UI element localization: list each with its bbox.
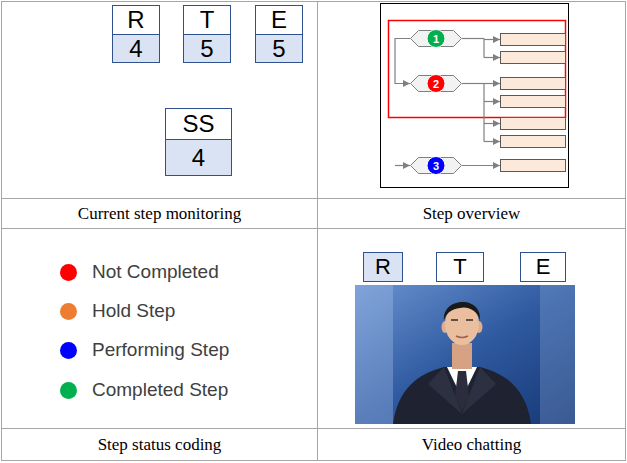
- step-number: 3: [433, 160, 439, 172]
- legend-swatch: [60, 303, 77, 320]
- legend-swatch: [60, 382, 77, 399]
- step-hexagon: 1: [410, 30, 462, 47]
- step-box: R4: [112, 5, 160, 63]
- step-number-holder: 1: [410, 30, 462, 47]
- value-cell: 4: [112, 35, 160, 63]
- label-cell: E: [255, 5, 303, 35]
- caption-cell: Video chatting: [318, 429, 625, 460]
- legend-swatch: [60, 342, 77, 359]
- hexagon-shape: [411, 31, 462, 47]
- legend-text: Completed Step: [92, 379, 228, 401]
- step-hexagon: 3: [410, 157, 462, 174]
- step-number-holder: 3: [410, 157, 462, 174]
- label-cell: R: [363, 252, 403, 282]
- caption-cell: Step overview: [318, 199, 625, 228]
- box-value: 4: [129, 35, 142, 63]
- presenter-video: [355, 285, 575, 424]
- hexagon-shape: [411, 158, 462, 174]
- status-dot: [427, 75, 445, 93]
- step-box: SS 4: [165, 108, 232, 176]
- box-label: E: [271, 6, 287, 34]
- flow-connector: [395, 39, 410, 84]
- caption-text: Step overview: [423, 204, 521, 224]
- legend-row: Not Completed: [60, 260, 219, 284]
- legend-row: Performing Step: [60, 338, 229, 362]
- caption-cell: Step status coding: [2, 429, 317, 460]
- caption-cell: Current step monitoring: [2, 199, 317, 228]
- legend-text: Performing Step: [92, 339, 229, 361]
- legend-swatch: [60, 264, 77, 281]
- step-box: E5: [255, 5, 303, 63]
- status-dot: [427, 30, 445, 48]
- box-label: R: [375, 254, 391, 280]
- label-cell: T: [436, 252, 484, 282]
- label-cell: E: [520, 252, 566, 282]
- box-value: 4: [192, 144, 205, 172]
- step-number: 1: [433, 33, 439, 45]
- status-dot: [427, 157, 445, 175]
- step-number-holder: 2: [410, 75, 462, 92]
- caption-text: Video chatting: [422, 435, 522, 455]
- label-cell: T: [183, 5, 231, 35]
- hexagon-shape: [411, 76, 462, 92]
- step-box: E: [520, 252, 566, 282]
- box-value: 5: [200, 35, 213, 63]
- legend-text: Not Completed: [92, 261, 219, 283]
- value-cell: 5: [183, 35, 231, 63]
- box-label: SS: [182, 110, 214, 138]
- box-value: 5: [272, 35, 285, 63]
- legend-row: Hold Step: [60, 299, 175, 323]
- legend-text: Hold Step: [92, 300, 175, 322]
- step-box: R: [363, 252, 403, 282]
- value-cell: 5: [255, 35, 303, 63]
- step-overview-figure: [381, 4, 569, 188]
- label-cell: SS: [165, 108, 232, 140]
- step-box: T: [436, 252, 484, 282]
- legend-row: Completed Step: [60, 378, 228, 402]
- box-label: E: [536, 254, 551, 280]
- box-label: T: [453, 254, 466, 280]
- step-hexagon: 2: [410, 75, 462, 92]
- box-label: T: [200, 6, 215, 34]
- label-cell: R: [112, 5, 160, 35]
- caption-text: Current step monitoring: [78, 204, 241, 224]
- box-label: R: [127, 6, 144, 34]
- value-cell: 4: [165, 140, 232, 176]
- step-box: T5: [183, 5, 231, 63]
- caption-text: Step status coding: [98, 435, 222, 455]
- step-number: 2: [433, 78, 439, 90]
